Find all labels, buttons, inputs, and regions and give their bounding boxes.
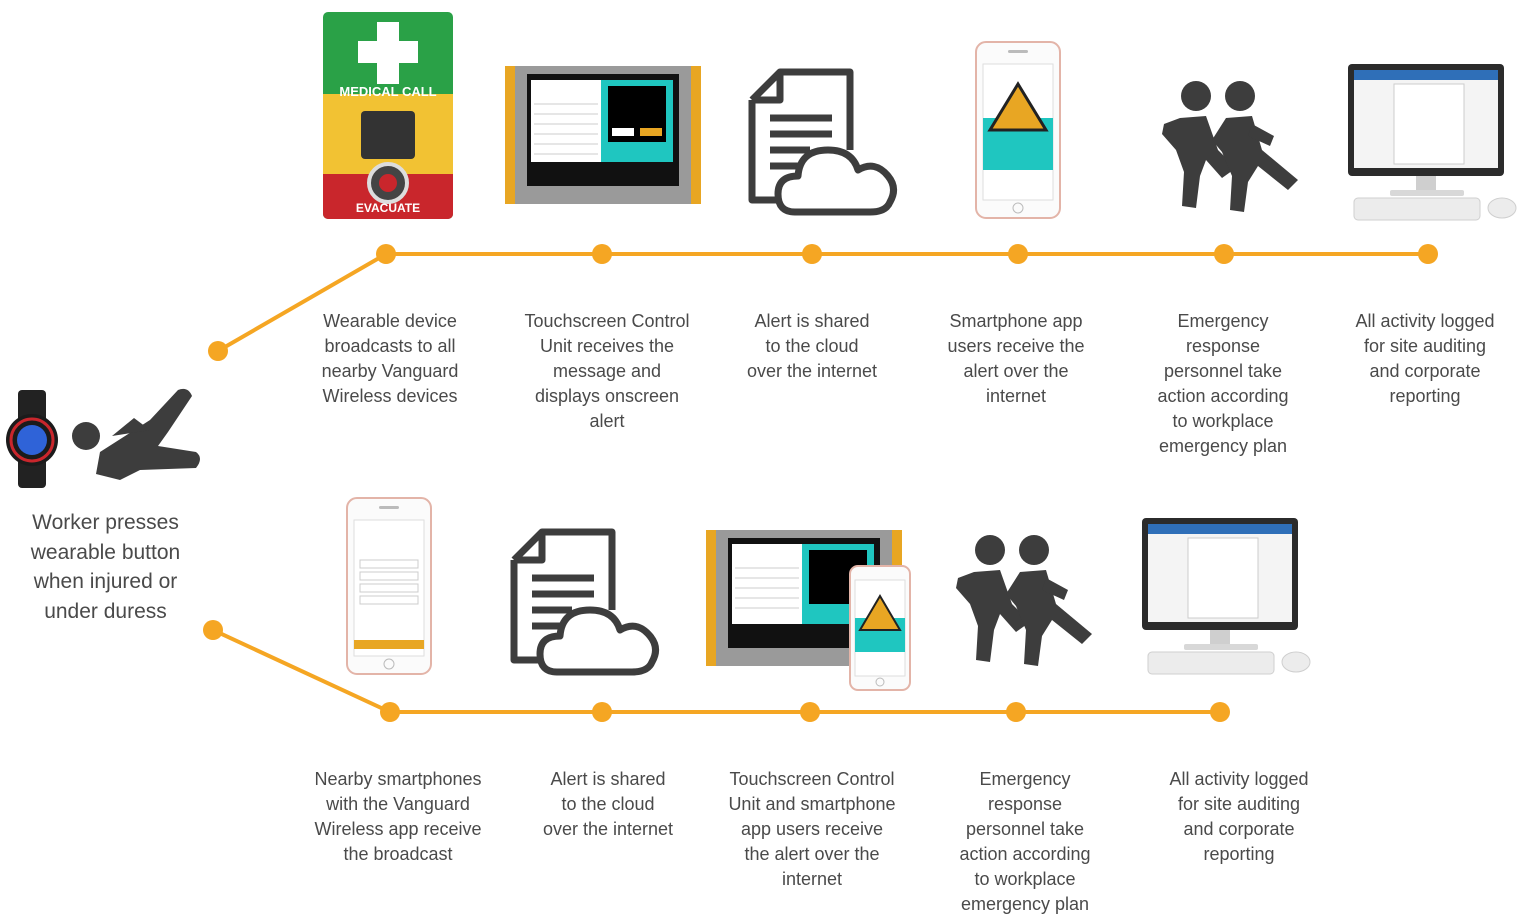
running-people-icon — [1162, 81, 1298, 212]
timeline-node-top-2 — [592, 244, 612, 264]
desktop-computer-icon — [1142, 518, 1311, 675]
start-caption: Worker presses wearable button when inju… — [30, 511, 181, 623]
timeline-node-top-5 — [1214, 244, 1234, 264]
medical-call-panel-icon: MEDICAL CALL EVACUATE — [323, 12, 453, 219]
bottom-step-3-caption: Touchscreen Control Unit and smartphone … — [728, 769, 896, 889]
panel-button-icon — [367, 162, 409, 204]
top-step-3-caption: Alert is shared to the cloud over the in… — [746, 311, 878, 381]
timeline-node-bottom-5 — [1210, 702, 1230, 722]
top-step-4-caption: Smartphone app users receive the alert o… — [947, 311, 1085, 406]
bottom-step-1-caption: Nearby smartphones with the Vanguard Wir… — [314, 769, 482, 864]
panel-button-center — [379, 174, 397, 192]
smartphone-icon — [975, 41, 1061, 219]
top-step-5-caption: Emergency response personnel take action… — [1157, 311, 1289, 456]
bottom-step-5-caption: All activity logged for site auditing an… — [1169, 769, 1309, 864]
timeline-node-top-4 — [1008, 244, 1028, 264]
top-step-6-caption: All activity logged for site auditing an… — [1355, 311, 1495, 406]
timeline-node-top-3 — [802, 244, 822, 264]
timeline-node-bottom-1 — [380, 702, 400, 722]
cloud-document-icon — [748, 68, 897, 216]
cloud-document-icon — [510, 528, 659, 676]
bottom-step-2-caption: Alert is shared to the cloud over the in… — [542, 769, 674, 839]
bottom-step-4-caption: Emergency response personnel take action… — [959, 769, 1091, 914]
wearable-watch-icon — [6, 390, 58, 488]
timeline-top — [208, 244, 1438, 361]
timeline-node-start-bottom — [203, 620, 223, 640]
smartphone-icon — [346, 497, 432, 675]
timeline-node-bottom-2 — [592, 702, 612, 722]
touchscreen-control-unit-icon — [505, 66, 701, 204]
timeline-node-bottom-3 — [800, 702, 820, 722]
desktop-computer-icon — [1348, 64, 1517, 221]
panel-footer: EVACUATE — [355, 201, 421, 215]
panel-display — [361, 111, 415, 159]
running-people-icon — [956, 535, 1092, 666]
timeline-node-start-top — [208, 341, 228, 361]
timeline-bottom — [203, 620, 1230, 722]
timeline-node-top-1 — [376, 244, 396, 264]
fallen-worker-icon — [72, 388, 200, 480]
top-step-1-caption: Wearable device broadcasts to all nearby… — [321, 311, 459, 406]
touchscreen-and-phone-icon — [706, 530, 911, 691]
timeline-node-top-6 — [1418, 244, 1438, 264]
timeline-node-bottom-4 — [1006, 702, 1026, 722]
medical-cross-bar — [358, 41, 418, 63]
panel-title: MEDICAL CALL — [339, 84, 437, 99]
top-step-2-caption: Touchscreen Control Unit receives the me… — [524, 311, 690, 431]
